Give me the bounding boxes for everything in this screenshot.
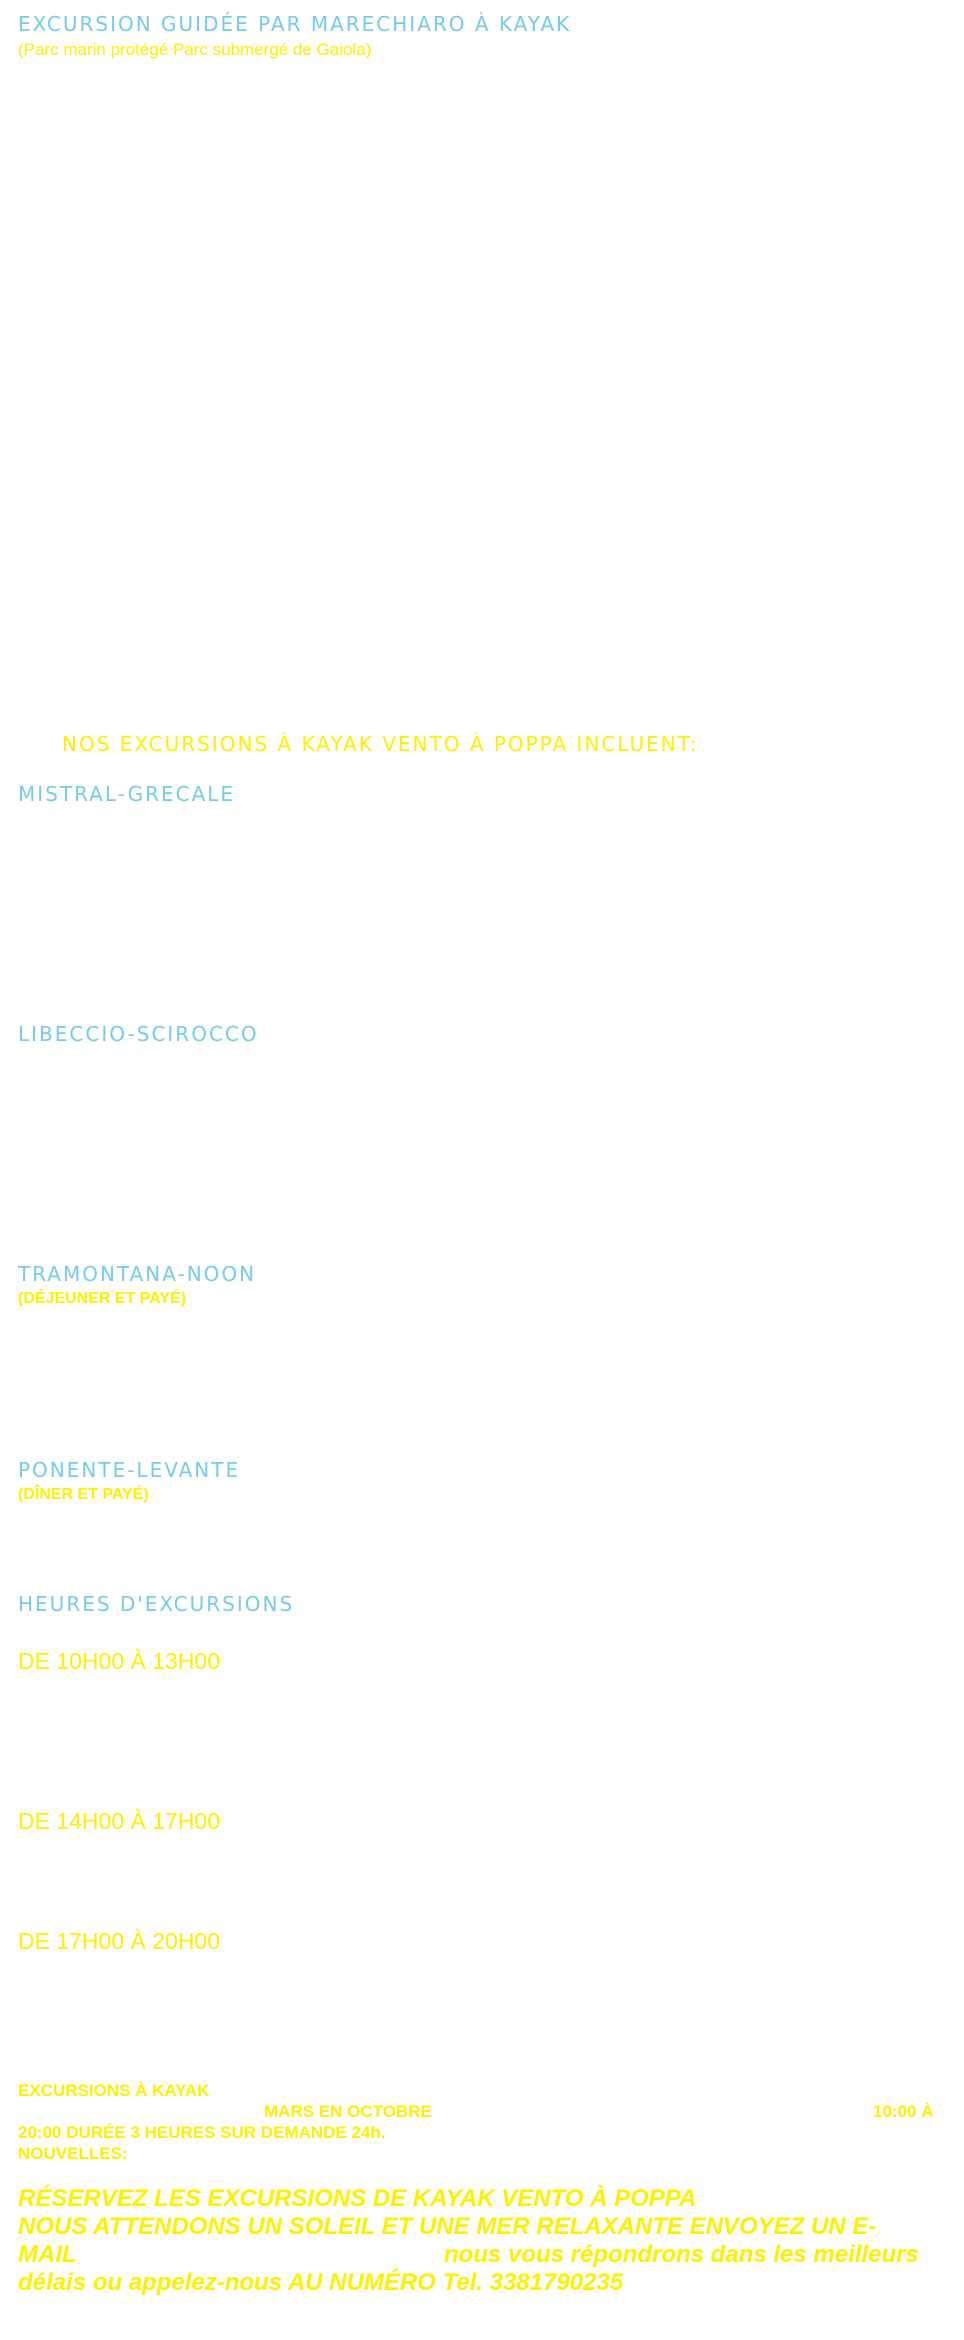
info-months: MARS EN OCTOBRE	[264, 2102, 432, 2121]
package-ponente-levante: PONENTE-LEVANTE	[18, 1458, 241, 1482]
includes-heading: NOS EXCURSIONS À KAYAK VENTO À POPPA INC…	[62, 732, 699, 756]
cta-sun-sea: NOUS ATTENDONS UN SOLEIL ET UNE MER RELA…	[18, 2213, 877, 2240]
cta-reply-note: nous vous répondrons dans les meilleurs	[444, 2241, 919, 2268]
package-libeccio-scirocco: LIBECCIO-SCIROCCO	[18, 1022, 259, 1046]
package-mistral-grecale: MISTRAL-GRECALE	[18, 782, 236, 806]
package-ponente-levante-note: (DÎNER ET PAYÉ)	[18, 1486, 149, 1503]
hours-slot-afternoon: DE 14H00 À 17H00	[18, 1808, 221, 1834]
cta-phone: délais ou appelez-nous AU NUMÉRO Tel. 33…	[18, 2269, 624, 2296]
info-line-excursions: EXCURSIONS À KAYAK	[18, 2081, 210, 2100]
hours-slot-evening: DE 17H00 À 20H00	[18, 1928, 221, 1954]
info-news: NOUVELLES:	[18, 2144, 128, 2163]
page-title: EXCURSION GUIDÉE PAR MARECHIARO À KAYAK	[18, 12, 572, 36]
package-tramontana-noon-note: (DÉJEUNER ET PAYÉ)	[18, 1290, 187, 1307]
cta-email-label: MAIL	[18, 2241, 77, 2268]
page-subtitle: (Parc marin protégé Parc submergé de Gai…	[18, 40, 372, 59]
cta-book: RÉSERVEZ LES EXCURSIONS DE KAYAK VENTO À…	[18, 2185, 697, 2212]
hours-heading: HEURES D'EXCURSIONS	[18, 1592, 295, 1616]
info-time-start: 10:00 À	[873, 2102, 934, 2121]
package-tramontana-noon: TRAMONTANA-NOON	[18, 1262, 257, 1286]
hours-slot-morning: DE 10H00 À 13H00	[18, 1648, 221, 1674]
info-duration: 20:00 DURÉE 3 HEURES SUR DEMANDE 24h.	[18, 2123, 386, 2142]
